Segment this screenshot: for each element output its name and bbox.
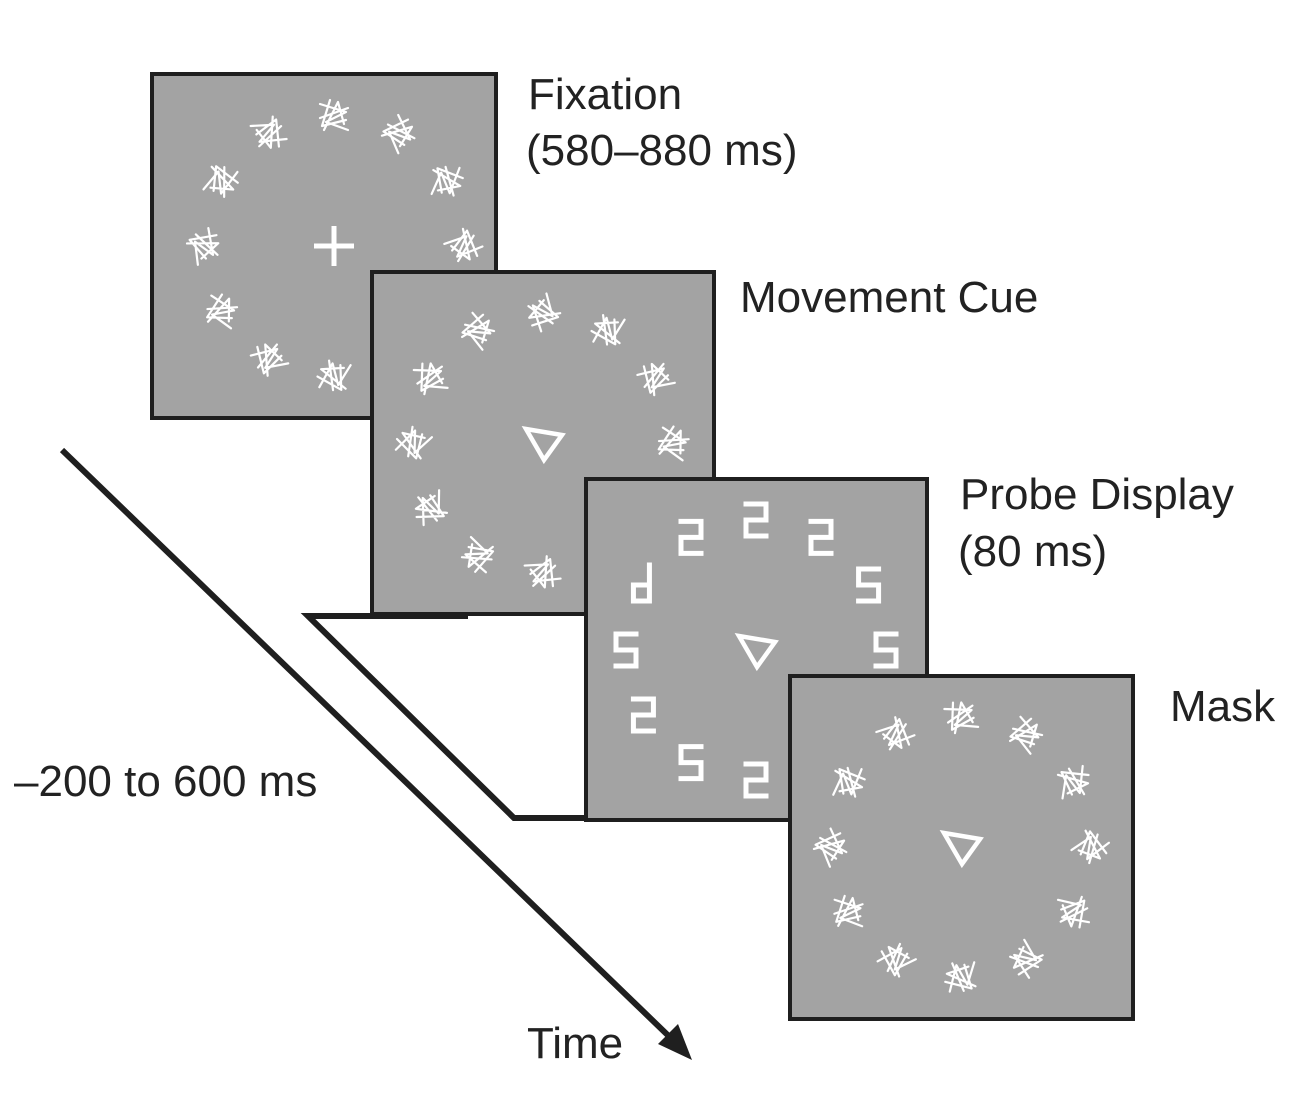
probe-digit (630, 562, 652, 604)
digit-ring (613, 501, 899, 799)
mask-scribble-icon (875, 716, 916, 751)
probe-display-title: Probe Display (960, 470, 1234, 519)
mask-scribble-icon (430, 165, 464, 197)
mask-screen (788, 674, 1135, 1021)
mask-scribble-icon (812, 827, 848, 868)
probe-digit (678, 518, 704, 556)
probe-digit (678, 744, 704, 782)
mask-scribble-icon (1009, 938, 1044, 979)
mask-scribble-icon (460, 535, 495, 574)
mask-scribble-icon (833, 894, 864, 928)
mask-scribble-icon (202, 165, 239, 198)
mask-ring (394, 292, 690, 589)
probe-display-duration: (80 ms) (958, 527, 1107, 576)
movement-cue-title: Movement Cue (740, 273, 1038, 322)
fixation-title: Fixation (528, 70, 682, 119)
time-arrow-head (658, 1024, 692, 1060)
soa-bracket (300, 613, 590, 821)
mask-scribble-icon (380, 113, 416, 155)
fixation-cross-icon (314, 226, 354, 266)
mask-scribble-icon (249, 115, 288, 149)
fixation-duration: (580–880 ms) (526, 126, 797, 175)
probe-digit (808, 518, 834, 556)
probe-digit (743, 761, 769, 799)
probe-digit (873, 631, 899, 669)
mask-title: Mask (1170, 682, 1276, 731)
mask-scribble-icon (185, 226, 220, 266)
probe-digit (613, 631, 639, 669)
triangle-cue-icon (521, 425, 566, 465)
soa-range-label: –200 to 600 ms (14, 757, 317, 806)
mask-scribble-icon (832, 766, 866, 798)
mask-scribble-icon (206, 293, 239, 330)
time-arrow-line (59, 447, 681, 1048)
triangle-cue-icon (734, 632, 779, 672)
mask-scribble-icon (944, 961, 977, 993)
mask-scribble-icon (461, 311, 496, 351)
mask-scribble-icon (1056, 895, 1091, 929)
mask-scribble-icon (316, 359, 352, 392)
mask-scribble-icon (636, 362, 676, 397)
probe-digit (630, 696, 656, 734)
mask-scribble-icon (590, 313, 626, 346)
mask-scribble-icon (523, 555, 562, 589)
mask-panel (788, 674, 1135, 1021)
mask-scribble-icon (412, 362, 449, 396)
probe-digit (856, 566, 882, 604)
mask-scribble-icon (876, 942, 917, 978)
mask-scribble-icon (318, 98, 350, 132)
mask-scribble-icon (249, 343, 290, 377)
mask-scribble-icon (1009, 715, 1044, 755)
mask-scribble-icon (443, 227, 484, 263)
probe-digit (743, 501, 769, 539)
time-label: Time (527, 1019, 623, 1068)
mask-scribble-icon (657, 425, 690, 462)
mask-scribble-icon (414, 489, 449, 527)
mask-scribble-icon (1056, 764, 1090, 800)
triangle-cue-icon (939, 829, 984, 869)
mask-scribble-icon (527, 292, 562, 333)
mask-scribble-icon (394, 425, 434, 460)
mask-ring (812, 701, 1111, 993)
mask-scribble-icon (1070, 829, 1111, 865)
mask-scribble-icon (943, 701, 980, 735)
